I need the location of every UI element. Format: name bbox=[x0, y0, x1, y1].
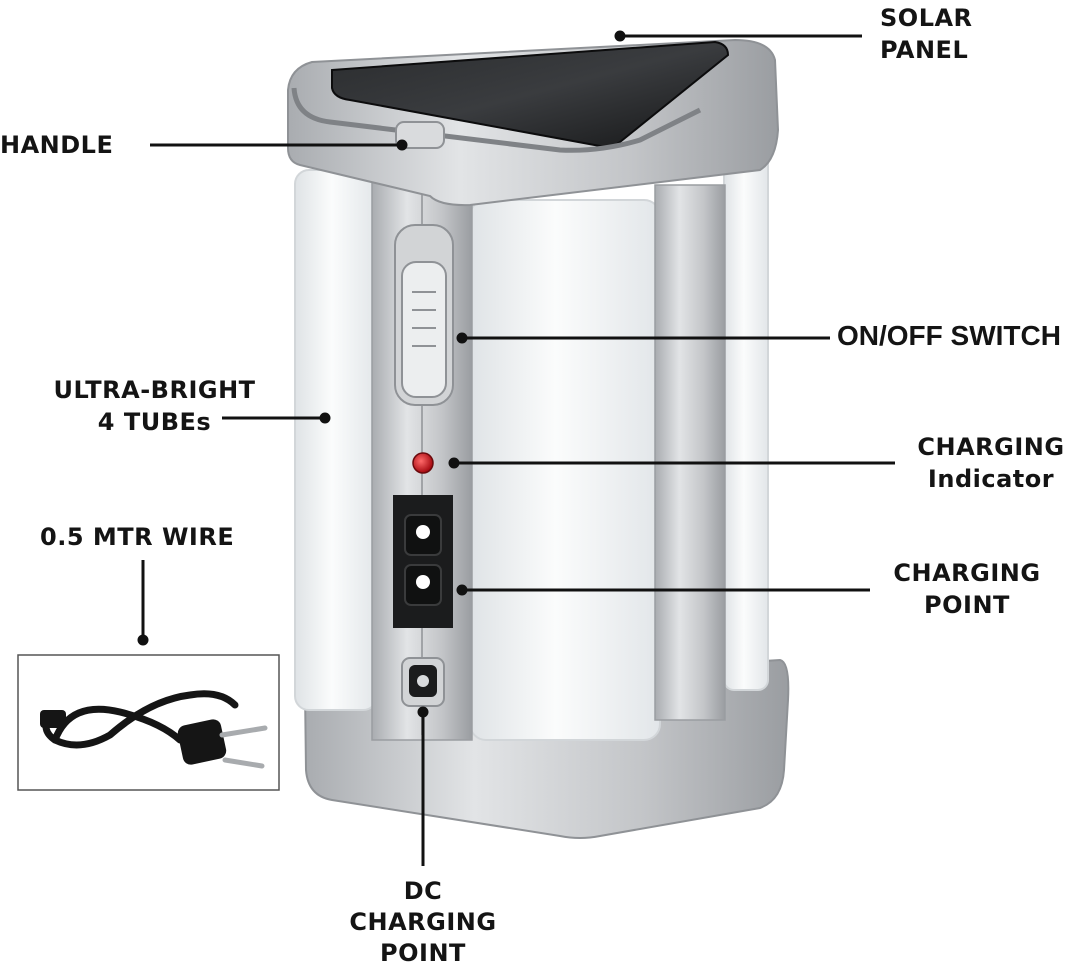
left-tube bbox=[294, 169, 378, 711]
label-dc-charging-point: DC CHARGING POINT bbox=[349, 877, 497, 967]
power-cord-icon bbox=[42, 690, 239, 749]
charging-indicator-led bbox=[412, 452, 434, 474]
center-tube bbox=[469, 199, 661, 741]
label-ultra-bright-tubes: ULTRA-BRIGHT 4 TUBEs bbox=[53, 376, 256, 436]
right-pillar bbox=[654, 184, 726, 721]
power-plug-icon bbox=[177, 719, 227, 765]
label-on-off-switch: ON/OFF SWITCH bbox=[837, 320, 1061, 351]
label-solar-panel: SOLAR PANEL bbox=[880, 4, 973, 64]
label-charging-indicator: CHARGING Indicator bbox=[917, 433, 1065, 493]
label-wire: 0.5 MTR WIRE bbox=[40, 523, 235, 551]
right-tube bbox=[723, 149, 769, 691]
handle-bar bbox=[291, 87, 702, 153]
switch-slider bbox=[401, 261, 447, 398]
leader-lines bbox=[137, 30, 895, 866]
handle-clip bbox=[395, 121, 445, 149]
label-charging-point: CHARGING POINT bbox=[893, 559, 1041, 619]
label-handle: HANDLE bbox=[0, 131, 114, 159]
